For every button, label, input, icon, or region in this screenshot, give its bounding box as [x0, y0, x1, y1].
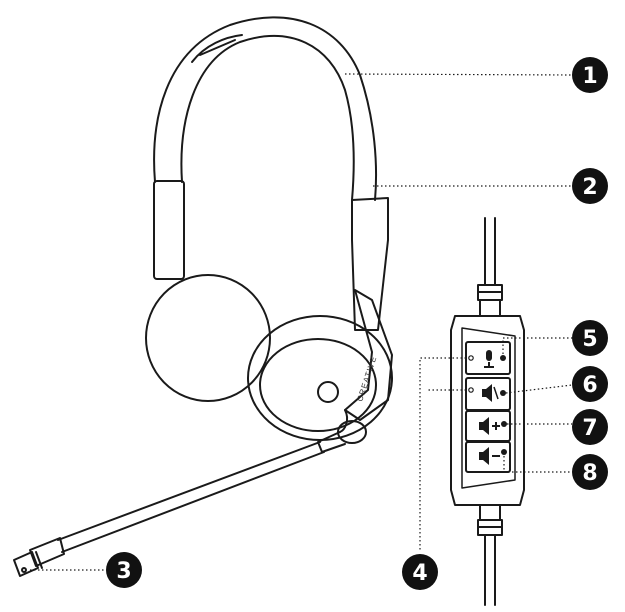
leader-line-1: [344, 73, 573, 76]
callout-6: 6: [572, 366, 608, 402]
left-slider: [153, 180, 185, 280]
mic-pivot: [317, 420, 367, 453]
callout-1-label: 1: [582, 64, 597, 89]
leader-line-6: [505, 384, 573, 394]
right-slider: [351, 197, 389, 331]
callout-8: 8: [572, 454, 608, 490]
volume-up-icon: [479, 417, 500, 435]
leader-line-4: [419, 357, 466, 552]
inline-controller: [450, 315, 525, 506]
cable-lower: [477, 504, 503, 606]
callout-4-label: 4: [412, 561, 427, 586]
callout-2-label: 2: [582, 175, 597, 200]
leader-line-5: [502, 337, 572, 358]
speaker-mute-icon: [482, 384, 499, 402]
volume-down-icon: [479, 447, 500, 465]
callout-3-label: 3: [116, 559, 131, 584]
callout-7-label: 7: [582, 416, 597, 441]
callout-3: 3: [106, 552, 142, 588]
volume-down-button[interactable]: [465, 441, 511, 473]
callout-6-label: 6: [582, 373, 597, 398]
leader-line-8: [503, 452, 572, 473]
callout-4: 4: [402, 554, 438, 590]
mic-boom: [13, 441, 325, 577]
callout-5: 5: [572, 320, 608, 356]
callout-1: 1: [572, 57, 608, 93]
callout-2: 2: [572, 168, 608, 204]
callout-7: 7: [572, 409, 608, 445]
microphone-icon: [484, 350, 494, 368]
cable-upper: [477, 217, 503, 317]
callout-5-label: 5: [582, 327, 597, 352]
left-earcup: [145, 274, 271, 402]
callout-8-label: 8: [582, 461, 597, 486]
headband: [153, 16, 378, 201]
